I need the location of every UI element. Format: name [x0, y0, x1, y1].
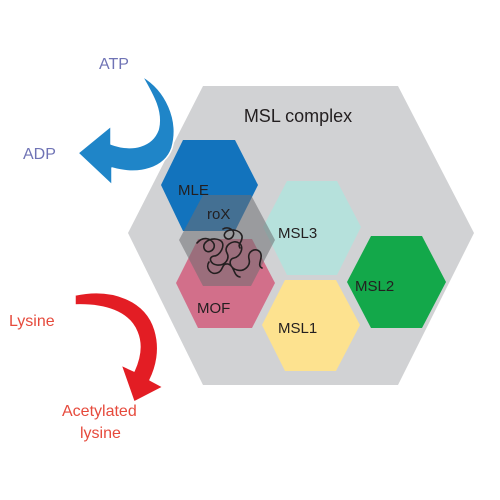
mof-label: MOF [197, 300, 230, 317]
atp-adp-arrow [77, 75, 176, 186]
msl1-hexagon [262, 280, 360, 371]
acetylated-label-line1: Acetylated [62, 403, 137, 420]
msl1-label: MSL1 [278, 320, 317, 337]
msl3-label: MSL3 [278, 225, 317, 242]
rox-label: roX [207, 206, 230, 223]
rox-hexagon [179, 195, 275, 286]
msl2-hexagon [347, 236, 446, 328]
msl3-hexagon [263, 181, 361, 275]
adp-label: ADP [23, 146, 56, 163]
lysine-label: Lysine [9, 313, 55, 330]
msl2-label: MSL2 [355, 278, 394, 295]
lysine-acetylation-arrow [74, 291, 164, 403]
mle-label: MLE [178, 182, 209, 199]
rox-rna-squiggle [196, 227, 263, 278]
msl-complex-title: MSL complex [244, 106, 352, 126]
atp-label: ATP [99, 56, 129, 73]
acetylated-label-line2: lysine [80, 425, 121, 442]
